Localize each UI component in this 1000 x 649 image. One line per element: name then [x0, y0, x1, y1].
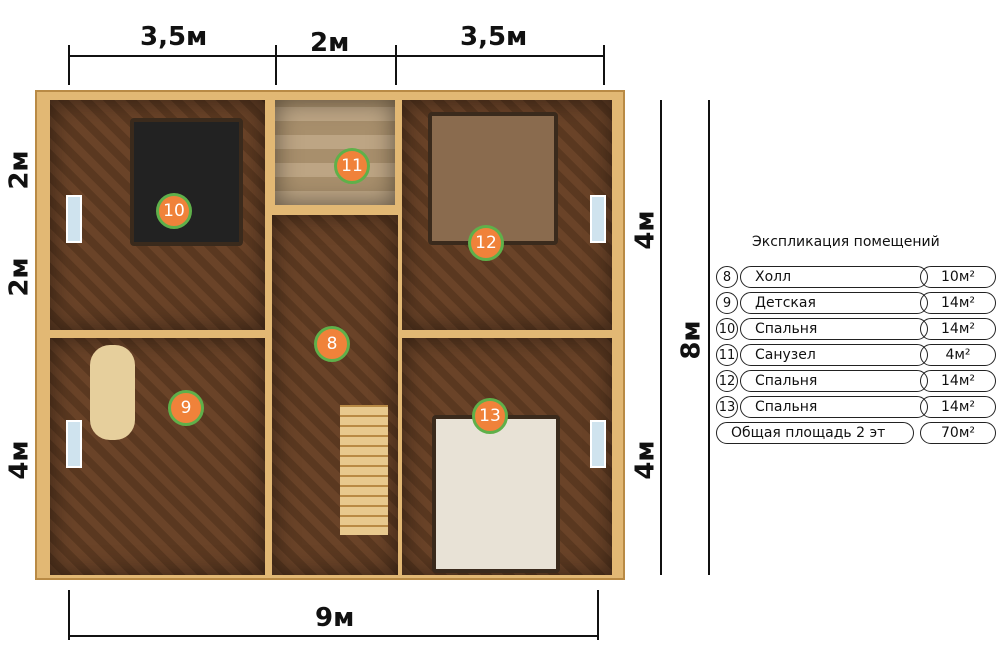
legend-total-name: Общая площадь 2 эт: [716, 422, 914, 444]
room-marker-8: 8: [314, 326, 350, 362]
legend-area: 10м²: [920, 266, 996, 288]
legend-area: 4м²: [920, 344, 996, 366]
window: [66, 420, 82, 468]
dim-line-top: [68, 55, 605, 57]
window: [66, 195, 82, 243]
dim-bottom: 9м: [315, 603, 355, 633]
dim-tick: [68, 590, 70, 640]
dim-right-total: 8м: [676, 320, 707, 360]
room-marker-13: 13: [472, 398, 508, 434]
legend-name: Спальня: [740, 318, 928, 340]
stairs: [340, 405, 388, 535]
legend-area: 14м²: [920, 370, 996, 392]
legend-area: 14м²: [920, 396, 996, 418]
room-marker-9: 9: [168, 390, 204, 426]
room-9-kids: [50, 338, 265, 575]
legend-number: 12: [716, 370, 738, 392]
dim-tick: [597, 590, 599, 640]
window: [590, 420, 606, 468]
bed: [432, 415, 560, 573]
room-marker-11: 11: [334, 148, 370, 184]
legend-number: 13: [716, 396, 738, 418]
dim-left-top2: 2м: [4, 257, 35, 297]
legend-name: Детская: [740, 292, 928, 314]
room-marker-12: 12: [468, 225, 504, 261]
dim-right-top: 4м: [630, 210, 661, 250]
legend-area: 14м²: [920, 318, 996, 340]
legend-number: 9: [716, 292, 738, 314]
dim-right-bottom: 4м: [630, 440, 661, 480]
dim-tick: [275, 45, 277, 85]
legend-name: Холл: [740, 266, 928, 288]
dim-left-bottom: 4м: [4, 440, 35, 480]
legend-name: Спальня: [740, 370, 928, 392]
room-11-bathroom: [275, 100, 395, 205]
dim-tick: [603, 45, 605, 85]
bed: [428, 112, 558, 245]
legend-total-area: 70м²: [920, 422, 996, 444]
window: [590, 195, 606, 243]
legend-number: 11: [716, 344, 738, 366]
legend-number: 10: [716, 318, 738, 340]
dim-line-right-outer: [708, 100, 710, 575]
dim-line-bottom: [68, 635, 598, 637]
dim-top-left: 3,5м: [140, 22, 208, 52]
room-marker-10: 10: [156, 193, 192, 229]
dim-left-top1: 2м: [4, 150, 35, 190]
desk: [90, 345, 135, 440]
dim-line-right-inner: [660, 100, 662, 575]
bed: [130, 118, 243, 246]
dim-top-mid: 2м: [310, 28, 350, 58]
legend-name: Санузел: [740, 344, 928, 366]
dim-top-right: 3,5м: [460, 22, 528, 52]
legend-area: 14м²: [920, 292, 996, 314]
dim-tick: [395, 45, 397, 85]
legend-title: Экспликация помещений: [752, 234, 940, 250]
dim-tick: [68, 45, 70, 85]
legend-number: 8: [716, 266, 738, 288]
legend-name: Спальня: [740, 396, 928, 418]
